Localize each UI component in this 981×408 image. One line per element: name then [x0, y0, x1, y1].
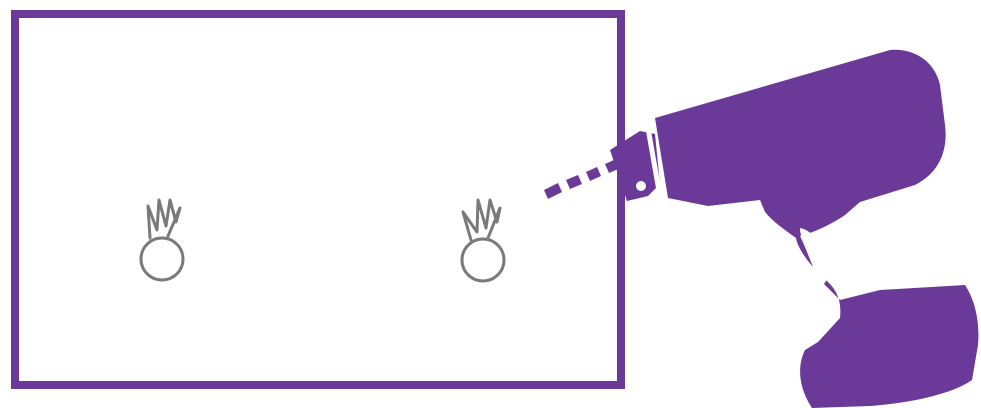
scribble-left: [148, 200, 180, 238]
bit-segment-3: [586, 167, 601, 181]
hole-circle-right: [462, 239, 504, 281]
bit-segment-1: [544, 183, 562, 199]
drill-body: [655, 50, 978, 408]
grip-notch-2: [812, 258, 828, 284]
hole-mark-right-icon: [462, 200, 504, 281]
scribble-right: [463, 200, 500, 240]
hole-circle-left: [141, 238, 183, 280]
drill-bit-icon: [544, 160, 618, 199]
drill-chuck-pin: [636, 181, 646, 191]
hole-mark-left-icon: [141, 200, 183, 280]
bit-segment-2: [566, 175, 582, 189]
panel-outline: [15, 14, 621, 385]
cordless-drill-icon: [610, 50, 978, 408]
